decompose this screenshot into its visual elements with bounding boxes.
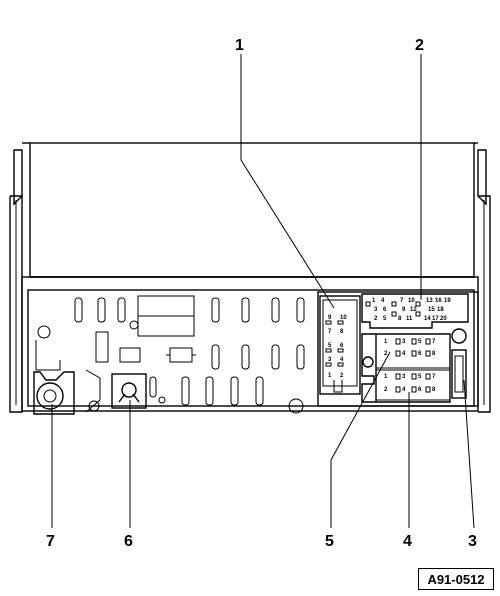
pin-label: 3 [374, 307, 378, 313]
callout-7: 7 [46, 533, 55, 550]
pin-label: 10 [340, 315, 347, 321]
connector-2: 1 4 7 10 13 16 19 3 6 9 12 15 18 2 5 8 1… [361, 293, 469, 329]
connector-4: 1 3 5 7 2 4 6 8 [375, 369, 451, 401]
pin-label: 3 [328, 357, 332, 363]
pin-label: 5 [418, 374, 422, 380]
pin-label: 1 [384, 374, 388, 380]
pin-label: 7 [328, 329, 332, 335]
pin-label: 4 [340, 357, 344, 363]
callout-3: 3 [468, 533, 477, 550]
pin-label: 6 [418, 351, 422, 357]
figure-reference-code: A91-0512 [418, 568, 494, 590]
pin-label: 18 [437, 307, 444, 313]
pin-label: 16 [435, 298, 442, 304]
pin-label: 6 [340, 343, 344, 349]
pin-label: 2 [340, 373, 344, 379]
pin-label: 10 [408, 298, 415, 304]
callout-4: 4 [403, 533, 412, 550]
pin-label: 3 [402, 374, 406, 380]
pin-label: 5 [418, 339, 422, 345]
pin-label: 15 [428, 307, 435, 313]
pin-label: 13 [426, 298, 433, 304]
antenna-socket [33, 371, 75, 415]
pin-label: 4 [402, 351, 406, 357]
pin-label: 5 [328, 343, 332, 349]
pin-label: 20 [440, 316, 447, 322]
pin-label: 2 [384, 387, 388, 393]
pin-label: 11 [406, 316, 413, 322]
pin-label: 8 [432, 387, 436, 393]
callout-6: 6 [124, 533, 133, 550]
connector-5: 1 3 5 7 2 4 6 8 [361, 333, 451, 403]
pin-label: 1 [328, 373, 332, 379]
connector-3 [451, 328, 467, 399]
connector-1: 9 10 7 8 5 6 3 4 1 2 [317, 291, 479, 407]
pin-label: 7 [432, 339, 436, 345]
pin-label: 1 [384, 339, 388, 345]
callout-1: 1 [235, 37, 244, 54]
pin-label: 8 [432, 351, 436, 357]
pin-label: 14 [424, 316, 431, 322]
pin-label: 9 [402, 307, 406, 313]
pin-label: 4 [402, 387, 406, 393]
pin-label: 12 [410, 307, 417, 313]
pin-label: 6 [383, 307, 387, 313]
callout-5: 5 [325, 533, 334, 550]
callout-labels: 1 2 3 4 5 6 7 [46, 37, 477, 550]
pin-label: 7 [432, 374, 436, 380]
pin-label: 6 [418, 387, 422, 393]
pin-label: 9 [328, 315, 332, 321]
pin-label: 19 [444, 298, 451, 304]
leader-lines [51, 54, 475, 529]
pin-label: 2 [384, 351, 388, 357]
pin-label: 3 [402, 339, 406, 345]
pin-label: 7 [400, 298, 404, 304]
pin-label: 8 [340, 329, 344, 335]
callout-2: 2 [415, 37, 424, 54]
ground-terminal [111, 373, 147, 409]
pin-label: 1 [372, 298, 376, 304]
pin-label: 8 [398, 316, 402, 322]
pin-label: 5 [383, 316, 387, 322]
rear-panel [21, 276, 479, 414]
pin-label: 2 [374, 316, 378, 322]
pin-label: 17 [432, 316, 439, 322]
pin-label: 4 [381, 298, 385, 304]
